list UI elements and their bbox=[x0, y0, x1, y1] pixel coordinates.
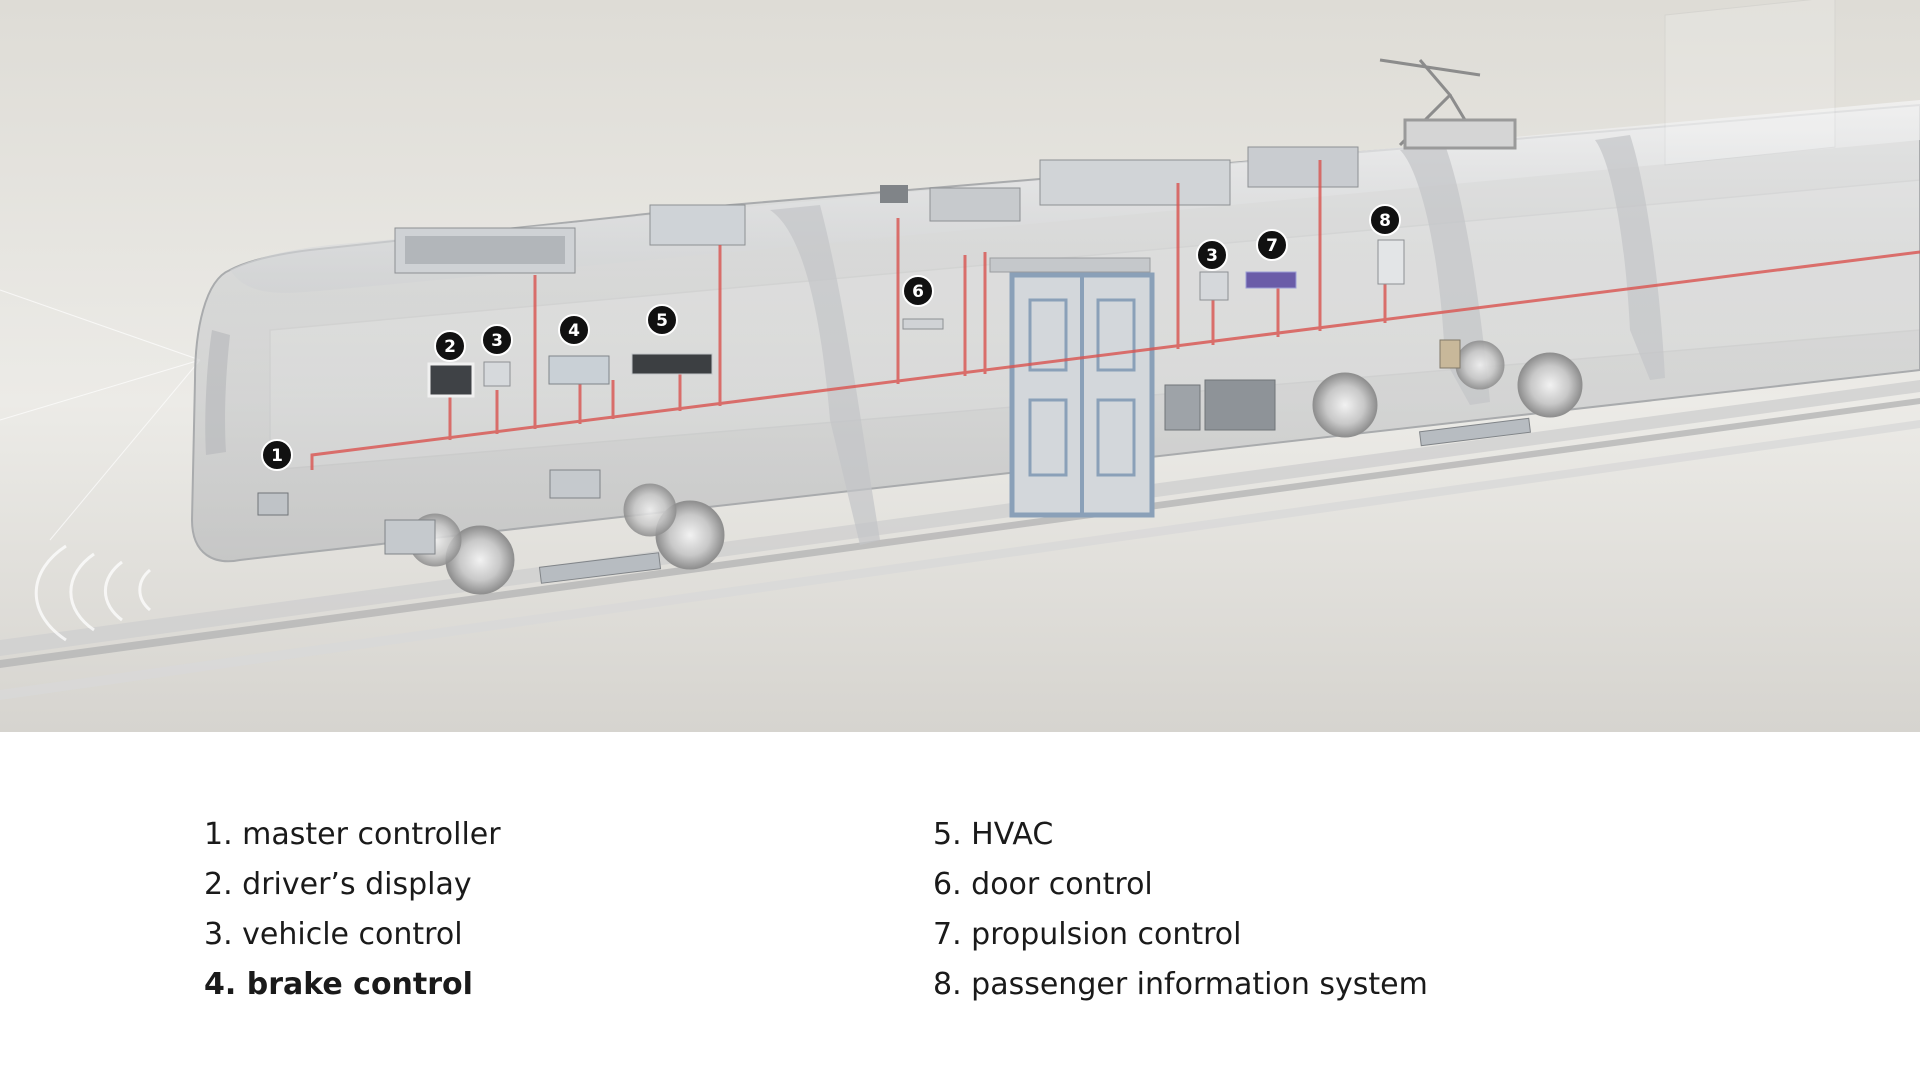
door bbox=[989, 257, 1155, 518]
propulsion-control-unit bbox=[1245, 271, 1297, 289]
callout-3b: 3 bbox=[1196, 239, 1228, 271]
callouts: 1 2 3 4 5 6 3 bbox=[261, 204, 1401, 471]
legend: 1. master controller 2. driver’s display… bbox=[0, 810, 1920, 1040]
callout-8-number: 8 bbox=[1379, 211, 1391, 231]
legend-column-right: 5. HVAC 6. door control 7. propulsion co… bbox=[933, 810, 1428, 1010]
callout-8: 8 bbox=[1369, 204, 1401, 236]
legend-item: 8. passenger information system bbox=[933, 967, 1428, 1002]
driver-display-unit bbox=[427, 362, 475, 398]
vehicle-control-unit-2 bbox=[1199, 271, 1229, 301]
tram-diagram: 1 2 3 4 5 6 3 bbox=[0, 0, 1920, 732]
legend-column-left: 1. master controller 2. driver’s display… bbox=[204, 810, 501, 1010]
wiring bbox=[310, 160, 1920, 470]
vehicle-control-unit-1 bbox=[483, 361, 511, 387]
master-controller-unit bbox=[257, 492, 289, 516]
callout-7: 7 bbox=[1256, 229, 1288, 261]
components bbox=[257, 239, 1405, 516]
callout-4-number: 4 bbox=[568, 321, 580, 341]
callout-5-number: 5 bbox=[656, 311, 668, 331]
callout-3b-number: 3 bbox=[1206, 246, 1218, 266]
callout-2: 2 bbox=[434, 330, 466, 362]
legend-item: 1. master controller bbox=[204, 817, 501, 852]
bogie-rear bbox=[1164, 339, 1583, 447]
legend-item-highlighted: 4. brake control bbox=[204, 967, 473, 1002]
callout-1: 1 bbox=[261, 439, 293, 471]
callout-1-number: 1 bbox=[271, 446, 283, 466]
callout-6-number: 6 bbox=[912, 282, 924, 302]
callout-3a-number: 3 bbox=[491, 331, 503, 351]
passenger-information-unit bbox=[1377, 239, 1405, 285]
callout-6: 6 bbox=[902, 275, 934, 307]
signal-arcs bbox=[34, 544, 151, 642]
callout-2-number: 2 bbox=[444, 337, 456, 357]
hvac-unit bbox=[631, 353, 713, 375]
callout-3a: 3 bbox=[481, 324, 513, 356]
callout-5: 5 bbox=[646, 304, 678, 336]
door-control-unit bbox=[902, 318, 944, 330]
light-rays bbox=[0, 289, 201, 541]
legend-item: 6. door control bbox=[933, 867, 1153, 902]
roof-units bbox=[394, 146, 1359, 274]
brake-control-unit bbox=[548, 355, 610, 385]
legend-item: 7. propulsion control bbox=[933, 917, 1242, 952]
legend-item: 3. vehicle control bbox=[204, 917, 463, 952]
tram-illustration: 1 2 3 4 5 6 3 bbox=[0, 0, 1920, 732]
pantograph bbox=[1379, 58, 1517, 150]
legend-item: 2. driver’s display bbox=[204, 867, 472, 902]
callout-7-number: 7 bbox=[1266, 236, 1278, 256]
callout-4: 4 bbox=[558, 314, 590, 346]
legend-item: 5. HVAC bbox=[933, 817, 1054, 852]
bogie-front bbox=[384, 469, 725, 595]
